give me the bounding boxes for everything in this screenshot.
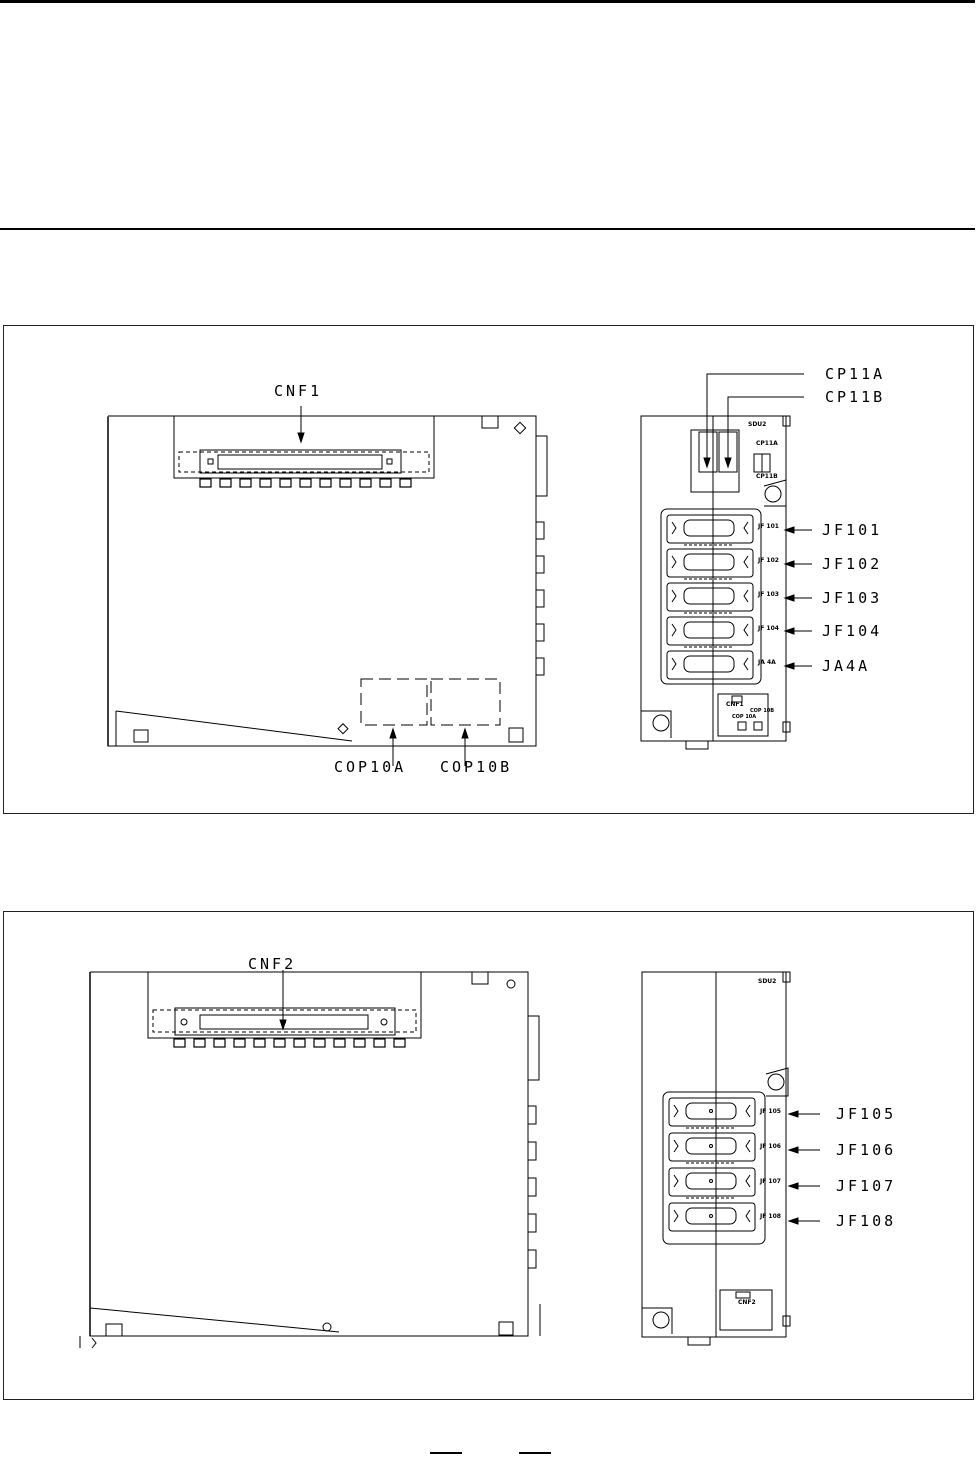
side-view-leaders bbox=[298, 406, 468, 766]
figure-panel-sdu2: CNF2 JF105 JF106 JF107 JF108 SDU2 JF 105… bbox=[3, 911, 974, 1400]
silk-jf101: JF 101 bbox=[758, 524, 779, 530]
label-jf107: JF107 bbox=[836, 1179, 896, 1194]
label-cnf2: CNF2 bbox=[248, 957, 296, 972]
silk-cop10a: COP 10A bbox=[732, 714, 756, 720]
silk-jf104: JF 104 bbox=[758, 626, 779, 632]
dsub-jf106 bbox=[669, 1133, 755, 1163]
label-jf108: JF108 bbox=[836, 1214, 896, 1229]
cnf2-connector bbox=[148, 972, 421, 1047]
silk-ja4a: JA 4A bbox=[758, 660, 776, 666]
label-jf104: JF104 bbox=[822, 624, 882, 639]
label-cp11b: CP11B bbox=[825, 390, 885, 405]
dsub-ja4a bbox=[667, 651, 753, 679]
cnf1-connector bbox=[174, 416, 434, 487]
footer-mark-right bbox=[519, 1452, 551, 1454]
dsub-jf104 bbox=[667, 617, 753, 647]
side-view-leaders bbox=[280, 970, 286, 1029]
label-jf103: JF103 bbox=[822, 591, 882, 606]
silk-cnf1: CNF1 bbox=[726, 702, 744, 708]
label-jf102: JF102 bbox=[822, 557, 882, 572]
silk-module: SDU2 bbox=[758, 979, 776, 985]
dsub-jf105 bbox=[669, 1098, 755, 1128]
footer-marks bbox=[0, 1452, 979, 1456]
section-rule bbox=[0, 228, 975, 230]
label-cp11a: CP11A bbox=[825, 367, 885, 382]
silk-jf108: JF 108 bbox=[760, 1214, 781, 1220]
dsub-bank bbox=[661, 509, 761, 684]
dsub-jf101 bbox=[667, 515, 753, 545]
figure-drawing-sdu2 bbox=[4, 912, 972, 1398]
top-rule bbox=[0, 0, 975, 3]
silk-module: SDU2 bbox=[748, 422, 766, 428]
side-view-outline bbox=[80, 972, 540, 1348]
silk-jf107: JF 107 bbox=[760, 1179, 781, 1185]
cop10-outlines bbox=[361, 679, 500, 725]
label-cnf1: CNF1 bbox=[274, 384, 322, 399]
silk-jf105: JF 105 bbox=[760, 1109, 781, 1115]
front-view-outline bbox=[642, 972, 790, 1345]
front-view-leaders bbox=[789, 1111, 820, 1224]
figure-panel-sdu1: CNF1 CP11A CP11B JF101 JF102 JF103 JF104… bbox=[3, 325, 974, 814]
label-jf106: JF106 bbox=[836, 1143, 896, 1158]
dsub-jf102 bbox=[667, 549, 753, 579]
label-cop10a: COP10A bbox=[334, 760, 406, 775]
dsub-jf108 bbox=[669, 1203, 755, 1231]
dsub-bank bbox=[663, 1092, 765, 1244]
dsub-jf107 bbox=[669, 1168, 755, 1198]
silk-cop10b: COP 10B bbox=[750, 708, 774, 714]
label-ja4a: JA4A bbox=[822, 659, 870, 674]
footer-mark-left bbox=[430, 1452, 462, 1454]
silk-jf106: JF 106 bbox=[760, 1144, 781, 1150]
silk-cp11a: CP11A bbox=[756, 441, 778, 447]
label-jf105: JF105 bbox=[836, 1107, 896, 1122]
silk-jf103: JF 103 bbox=[758, 592, 779, 598]
label-cop10b: COP10B bbox=[440, 760, 512, 775]
silk-cp11b: CP11B bbox=[756, 474, 778, 480]
label-jf101: JF101 bbox=[822, 523, 882, 538]
silk-jf102: JF 102 bbox=[758, 558, 779, 564]
silk-cnf2: CNF2 bbox=[738, 1300, 756, 1306]
dsub-jf103 bbox=[667, 583, 753, 613]
